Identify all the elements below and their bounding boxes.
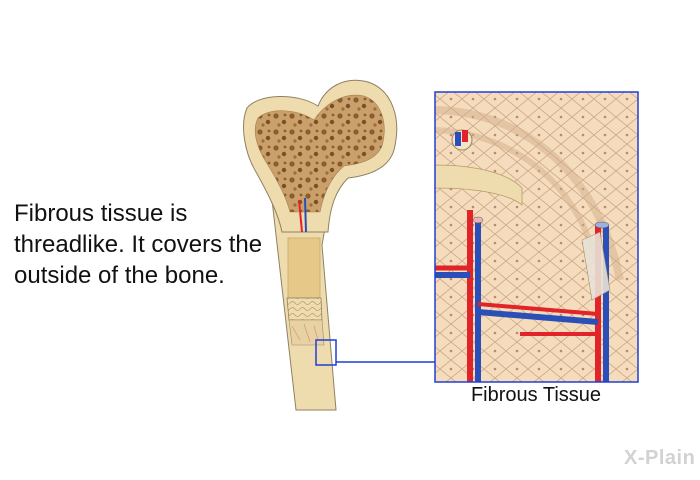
- inset-label: Fibrous Tissue: [470, 384, 602, 406]
- periosteum-band: [286, 297, 323, 321]
- inset-frame: [434, 91, 639, 383]
- xplain-logo: X-Plain: [624, 447, 696, 469]
- femur: [243, 79, 398, 411]
- caption-text: Fibrous tissue is threadlike. It covers …: [14, 200, 263, 289]
- highlight-box: [315, 339, 337, 366]
- fibrous-tissue-inset: [435, 92, 638, 382]
- marrow-cavity: [287, 237, 321, 299]
